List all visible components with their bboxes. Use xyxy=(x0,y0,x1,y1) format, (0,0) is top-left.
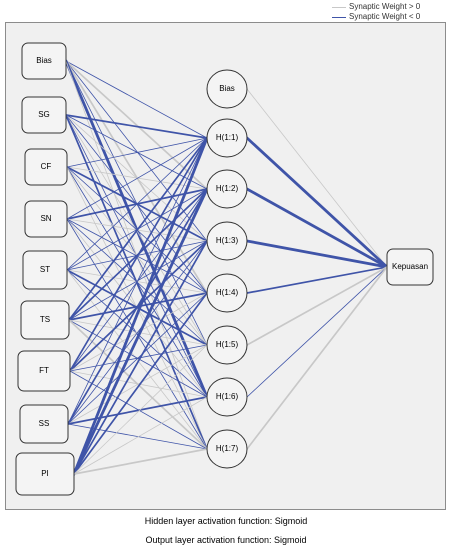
hidden-node-h-1-2 xyxy=(206,169,248,209)
connection-bias-to-h-1-1 xyxy=(65,60,208,139)
connection-bias-to-output xyxy=(246,88,388,268)
connection-ft-to-h-1-2 xyxy=(69,188,208,372)
input-node-st xyxy=(22,250,68,290)
connection-ss-to-h-1-3 xyxy=(67,240,208,425)
hidden-node-h-1-4 xyxy=(206,273,248,313)
legend-positive-label: Synaptic Weight > 0 xyxy=(349,2,421,11)
connection-ss-to-h-1-2 xyxy=(67,188,208,425)
hidden-node-h-1-5 xyxy=(206,325,248,365)
connection-h-1-5-to-output xyxy=(246,266,388,346)
legend: Synaptic Weight > 0 Synaptic Weight < 0 xyxy=(0,0,452,22)
connection-cf-to-h-1-1 xyxy=(66,137,208,168)
connection-h-1-3-to-output xyxy=(245,239,389,269)
output-node-kepuasan xyxy=(386,248,434,286)
input-node-bias xyxy=(21,42,67,80)
input-node-ft xyxy=(17,350,71,392)
network-svg xyxy=(15,42,434,496)
connection-pi-to-h-1-3 xyxy=(73,240,208,475)
input-node-pi xyxy=(15,452,75,496)
hidden-node-h-1-6 xyxy=(206,377,248,417)
hidden-node-h-1-3 xyxy=(206,221,248,261)
connection-pi-to-h-1-7 xyxy=(73,448,208,475)
input-node-sn xyxy=(24,200,68,238)
connection-ss-to-h-1-6 xyxy=(67,396,208,425)
connection-sg-to-h-1-1 xyxy=(65,114,208,139)
input-node-sg xyxy=(21,96,67,134)
connection-ss-to-h-1-5 xyxy=(67,344,208,425)
input-node-ss xyxy=(19,404,69,444)
connection-sn-to-h-1-1 xyxy=(66,137,208,220)
connection-ft-to-h-1-1 xyxy=(69,137,208,372)
connection-h-1-7-to-output xyxy=(246,266,388,450)
connection-h-1-2-to-output xyxy=(245,187,389,269)
connection-ts-to-h-1-1 xyxy=(68,137,208,321)
hidden-activation-note: Hidden layer activation function: Sigmoi… xyxy=(144,516,308,526)
hidden-node-h-1-1 xyxy=(206,118,248,158)
legend-negative-swatch xyxy=(332,17,346,18)
connection-pi-to-h-1-2 xyxy=(72,187,209,476)
legend-negative-label: Synaptic Weight < 0 xyxy=(349,12,421,21)
connection-ss-to-h-1-1 xyxy=(67,137,208,425)
legend-positive-swatch xyxy=(332,7,346,8)
input-node-ts xyxy=(20,300,70,340)
connection-pi-to-h-1-5 xyxy=(73,344,208,475)
hidden-node-bias xyxy=(206,69,248,109)
connection-st-to-h-1-1 xyxy=(66,137,208,271)
connection-pi-to-h-1-4 xyxy=(73,292,208,475)
connection-pi-to-h-1-6 xyxy=(73,396,208,475)
input-node-cf xyxy=(24,148,68,186)
connection-ft-to-h-1-4 xyxy=(69,292,208,372)
connection-h-1-4-to-output xyxy=(246,266,388,294)
connection-h-1-1-to-output xyxy=(245,136,389,269)
connection-ss-to-h-1-4 xyxy=(67,292,208,425)
output-activation-note: Output layer activation function: Sigmoi… xyxy=(145,535,307,545)
connection-h-1-6-to-output xyxy=(246,266,388,398)
hidden-node-h-1-7 xyxy=(206,429,248,469)
connection-pi-to-h-1-1 xyxy=(72,136,209,476)
